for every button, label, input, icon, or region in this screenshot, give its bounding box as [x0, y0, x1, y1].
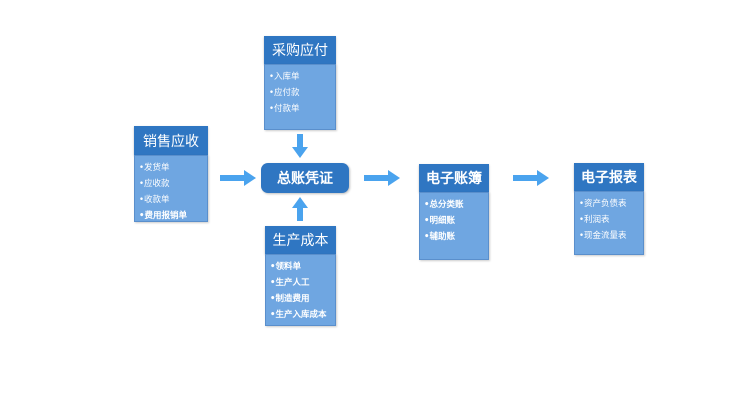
purchase-item: •付款单 — [269, 104, 300, 114]
arrow-right-icon — [364, 170, 400, 186]
production-item: •生产入库成本 — [270, 310, 327, 320]
ledger-item: •辅助账 — [424, 232, 455, 242]
sales-list: •发货单 •应收款 •收款单 •费用报销单 — [134, 155, 208, 222]
sales-item: •收款单 — [139, 195, 170, 205]
ledger-list: •总分类账 •明细账 •辅助账 — [419, 192, 489, 260]
production-title: 生产成本 — [265, 226, 336, 254]
arrow-up-icon — [292, 197, 308, 221]
reports-item: •现金流量表 — [579, 231, 627, 241]
reports-item: •利润表 — [579, 215, 610, 225]
reports-box: 电子报表 •资产负债表 •利润表 •现金流量表 — [574, 163, 644, 255]
purchase-item: •入库单 — [269, 72, 300, 82]
sales-box: 销售应收 •发货单 •应收款 •收款单 •费用报销单 — [134, 126, 208, 222]
sales-item: •应收款 — [139, 179, 170, 189]
ledger-box: 电子账簿 •总分类账 •明细账 •辅助账 — [419, 164, 489, 260]
purchase-list: •入库单 •应付款 •付款单 — [264, 64, 336, 130]
production-item: •领料单 — [270, 262, 301, 272]
sales-item: •发货单 — [139, 163, 170, 173]
production-item: •制造费用 — [270, 294, 310, 304]
reports-list: •资产负债表 •利润表 •现金流量表 — [574, 191, 644, 255]
purchase-box: 采购应付 •入库单 •应付款 •付款单 — [264, 36, 336, 130]
ledger-title: 电子账簿 — [419, 164, 489, 192]
arrow-right-icon — [220, 170, 256, 186]
sales-title: 销售应收 — [134, 126, 208, 155]
production-item: •生产人工 — [270, 278, 310, 288]
production-list: •领料单 •生产人工 •制造费用 •生产入库成本 — [265, 254, 336, 326]
arrow-down-icon — [292, 134, 308, 158]
arrow-right-icon — [513, 170, 549, 186]
reports-title: 电子报表 — [574, 163, 644, 191]
production-box: 生产成本 •领料单 •生产人工 •制造费用 •生产入库成本 — [265, 226, 336, 326]
ledger-item: •总分类账 — [424, 200, 464, 210]
purchase-title: 采购应付 — [264, 36, 336, 64]
general-ledger-voucher-node: 总账凭证 — [261, 163, 349, 193]
purchase-item: •应付款 — [269, 88, 300, 98]
ledger-item: •明细账 — [424, 216, 455, 226]
sales-item: •费用报销单 — [139, 211, 187, 221]
reports-item: •资产负债表 — [579, 199, 627, 209]
